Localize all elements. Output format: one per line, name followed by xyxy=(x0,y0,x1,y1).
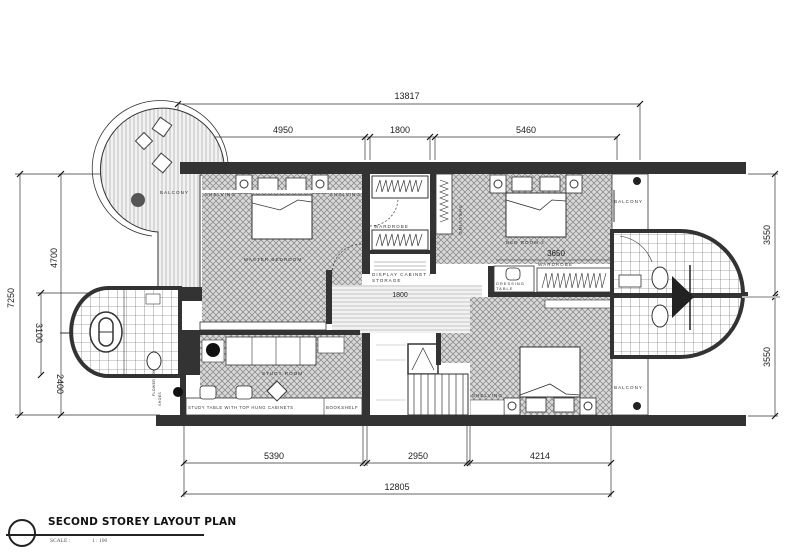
label-dressing-table: DRESSING xyxy=(496,281,525,286)
dim-bottom-segment-1: 5390 xyxy=(264,451,284,461)
label-bookshelf: BOOKSHELF xyxy=(326,405,358,410)
plant-icon-study xyxy=(173,387,183,397)
label-wardrobe-2: WARDROBE xyxy=(538,262,573,267)
dim-top-overall: 13817 xyxy=(394,91,419,101)
drawing-title: SECOND STOREY LAYOUT PLAN xyxy=(48,516,237,528)
dim-top-segment-1: 4950 xyxy=(273,125,293,135)
dim-left-bath: 3100 xyxy=(34,323,44,343)
label-shelving-3: SHELVING xyxy=(458,205,463,236)
label-dressing-table-2: TABLE xyxy=(496,286,513,291)
corridor-floor xyxy=(332,285,482,333)
label-wardrobe: WARDROBE xyxy=(374,224,409,229)
label-study-room: STUDY ROOM xyxy=(262,371,303,376)
dim-right-lower: 3550 xyxy=(762,347,772,367)
label-shoes: SHOES xyxy=(158,392,162,406)
dim-top-segment-2: 1800 xyxy=(390,125,410,135)
scale-label: SCALE : xyxy=(50,538,71,544)
label-shelving-4: SHELVING xyxy=(472,393,503,398)
label-balcony-se: BALCONY xyxy=(614,385,643,390)
label-shelving-2: SHELVING xyxy=(330,192,361,197)
label-flower-box: FLOWER BOX xyxy=(152,369,156,396)
right-dimension-lines xyxy=(748,170,779,420)
dim-right-upper: 3550 xyxy=(762,225,772,245)
washer-icon xyxy=(206,343,220,357)
label-study-table: STUDY TABLE WITH TOP HUNG CABINETS xyxy=(188,405,294,410)
balcony-northeast xyxy=(611,173,649,232)
label-balcony-nw: BALCONY xyxy=(160,190,189,195)
balcony-southeast xyxy=(611,357,649,416)
label-balcony-ne: BALCONY xyxy=(614,199,643,204)
dim-left-lower: 2400 xyxy=(55,374,65,394)
bottom-dimension-lines xyxy=(180,425,615,498)
dim-left-overall: 7250 xyxy=(6,288,16,308)
bed-room-3-bed xyxy=(519,346,581,398)
plant-icon xyxy=(131,193,145,207)
dim-bottom-overall: 12805 xyxy=(384,482,409,492)
exterior-walls xyxy=(156,162,746,426)
staircase xyxy=(370,333,470,416)
dim-left-upper: 4700 xyxy=(49,248,59,268)
label-bed-room-2: BED ROOM 2 xyxy=(506,240,545,245)
dim-bedroom-2: 3650 xyxy=(547,249,565,258)
title-marker-icon xyxy=(8,519,36,547)
balcony-northwest xyxy=(91,100,229,298)
label-shelving-1: SHELVING xyxy=(205,192,236,197)
dim-top-segment-3: 5460 xyxy=(516,125,536,135)
scale-value: 1 : 100 xyxy=(92,538,108,544)
title-marker-bar xyxy=(6,534,40,536)
title-underline xyxy=(36,534,204,536)
dim-bottom-segment-2: 2950 xyxy=(408,451,428,461)
drawing-title-block: SECOND STOREY LAYOUT PLAN SCALE : 1 : 10… xyxy=(6,512,246,548)
bed-master xyxy=(251,194,313,240)
bathroom-west xyxy=(60,286,182,378)
wardrobe-center xyxy=(369,174,436,274)
wall-master-east xyxy=(362,174,370,274)
dim-bottom-segment-3: 4214 xyxy=(530,451,550,461)
label-master-bedroom: MASTER BEDROOM xyxy=(244,257,302,262)
label-display-cabinet-2: STORAGE xyxy=(372,278,401,283)
label-display-cabinet: DISPLAY CABINET / xyxy=(372,272,432,277)
bathroom-east xyxy=(610,229,780,359)
bed-room-2-bed xyxy=(505,192,567,238)
dim-corridor: 1800 xyxy=(392,292,408,299)
